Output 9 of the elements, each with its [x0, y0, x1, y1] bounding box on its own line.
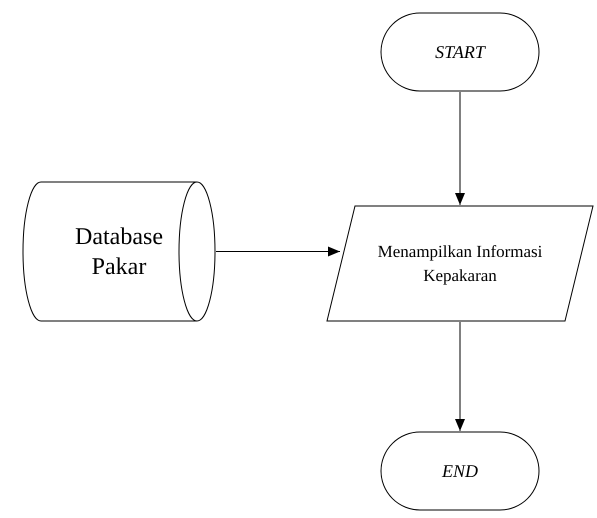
- node-label: Menampilkan Informasi Kepakaran: [376, 240, 544, 287]
- node-label: END: [442, 460, 478, 482]
- node-label: Database Pakar: [74, 222, 164, 282]
- node-label: START: [435, 40, 485, 64]
- arrow: [216, 246, 340, 256]
- arrow: [455, 92, 465, 206]
- data-parallelogram: [326, 205, 594, 322]
- arrow: [455, 322, 465, 432]
- stored-data-shape: [22, 181, 216, 322]
